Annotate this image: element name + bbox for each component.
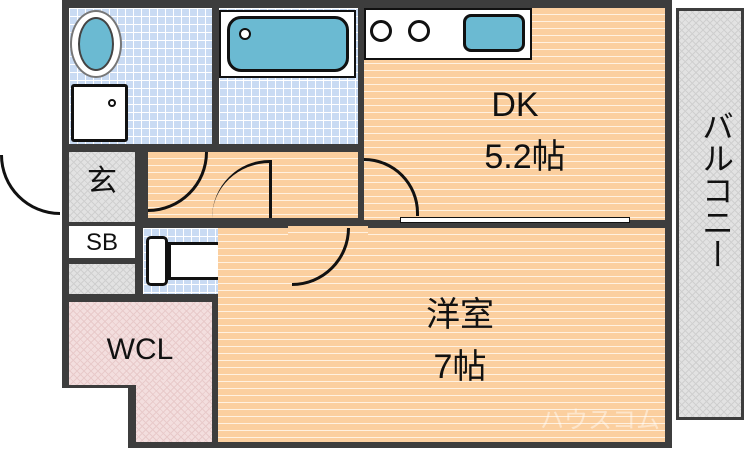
wall-notch [128,385,136,448]
watermark: ハウスコム [540,407,660,434]
sink-icon [463,14,525,52]
washing-machine-icon [71,84,128,142]
stove-icon [408,20,430,42]
entrance-door[interactable] [0,155,60,215]
walk-in-closet [69,302,212,385]
walk-in-closet-ext [136,380,212,442]
western-size: 7帖 [433,348,487,386]
notch [62,388,132,448]
washbasin-icon [70,10,122,78]
room-western [218,228,665,442]
western-label: 洋室 [426,296,494,334]
dk-size: 5.2帖 [484,138,566,176]
balcony-label: バルコニー [698,110,734,270]
toilet-icon [146,236,168,286]
balcony [676,8,744,420]
dk-label: DK [491,86,539,124]
sb-label: SB [85,229,118,256]
sliding-door[interactable] [400,217,630,223]
genkan-label: 玄 [87,165,117,198]
stove-icon [370,20,392,42]
storage [69,264,135,294]
bathtub-icon [219,10,356,78]
wcl-label: WCL [106,333,174,366]
shoe-box [69,226,135,258]
genkan [69,152,135,222]
